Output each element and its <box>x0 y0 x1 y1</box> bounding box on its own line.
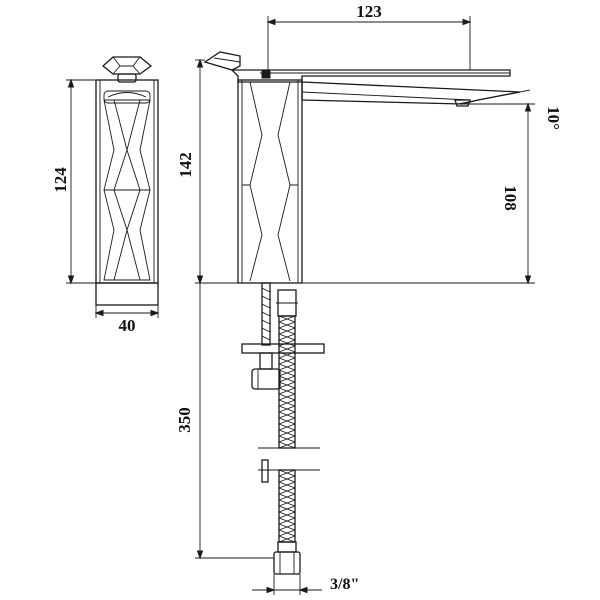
dim-label-height-142: 142 <box>176 152 195 178</box>
arrow <box>266 18 276 26</box>
hose-braid-lower <box>278 469 296 543</box>
spout-body <box>301 81 521 105</box>
arrow <box>196 58 204 68</box>
front-aerator-curve <box>107 92 147 98</box>
arrow <box>94 309 104 317</box>
fixing-stud <box>241 282 325 390</box>
spout-body-line <box>301 91 471 101</box>
arrow <box>266 586 276 594</box>
dim-label-angle-10: 10° <box>544 106 563 130</box>
lever-handle <box>203 51 241 71</box>
front-view: 40 124 <box>51 56 160 335</box>
arrow <box>67 275 75 285</box>
arrow <box>524 102 532 112</box>
stud-upper <box>261 282 271 346</box>
stud-stub <box>261 459 269 483</box>
front-lever-knob <box>101 56 153 83</box>
mounting-plate <box>241 343 325 354</box>
front-body-inner <box>99 79 155 284</box>
dim-label-connection: 3/8" <box>330 576 359 593</box>
dim-label-reach-123: 123 <box>356 2 382 21</box>
side-body-outline <box>237 79 303 284</box>
front-base <box>95 282 159 306</box>
hose-ferrule <box>277 541 297 553</box>
spout-pivot <box>261 69 271 79</box>
arrow <box>462 18 472 26</box>
angle-line-upper <box>457 89 531 105</box>
stud-thread <box>261 287 271 341</box>
dim-label-hose-350: 350 <box>175 407 194 433</box>
hose-braid-upper <box>278 315 296 449</box>
spout-top-plate <box>230 69 511 83</box>
hose-end-nut <box>273 551 301 575</box>
front-facet-outline <box>103 99 151 281</box>
spout-aerator <box>454 99 471 107</box>
front-aerator <box>103 90 151 104</box>
nut-lower <box>251 368 281 390</box>
side-facet-left <box>249 81 263 282</box>
arrow <box>196 275 204 285</box>
side-facet-right <box>277 81 291 282</box>
arrow <box>298 586 308 594</box>
front-body-outline <box>95 79 159 284</box>
dim-label-width-40: 40 <box>119 316 136 335</box>
dim-label-height-108: 108 <box>501 185 520 211</box>
nut-upper <box>259 352 273 370</box>
arrow <box>196 550 204 560</box>
hose-upper <box>278 315 296 449</box>
arrow <box>150 309 160 317</box>
arrow <box>67 78 75 88</box>
lever-handle-line <box>213 57 241 63</box>
flexible-hose <box>258 289 320 575</box>
arrow <box>524 275 532 285</box>
dim-label-height-124: 124 <box>51 167 70 193</box>
side-view: 10° 123 142 108 <box>175 2 563 595</box>
side-body-edges <box>241 80 299 283</box>
